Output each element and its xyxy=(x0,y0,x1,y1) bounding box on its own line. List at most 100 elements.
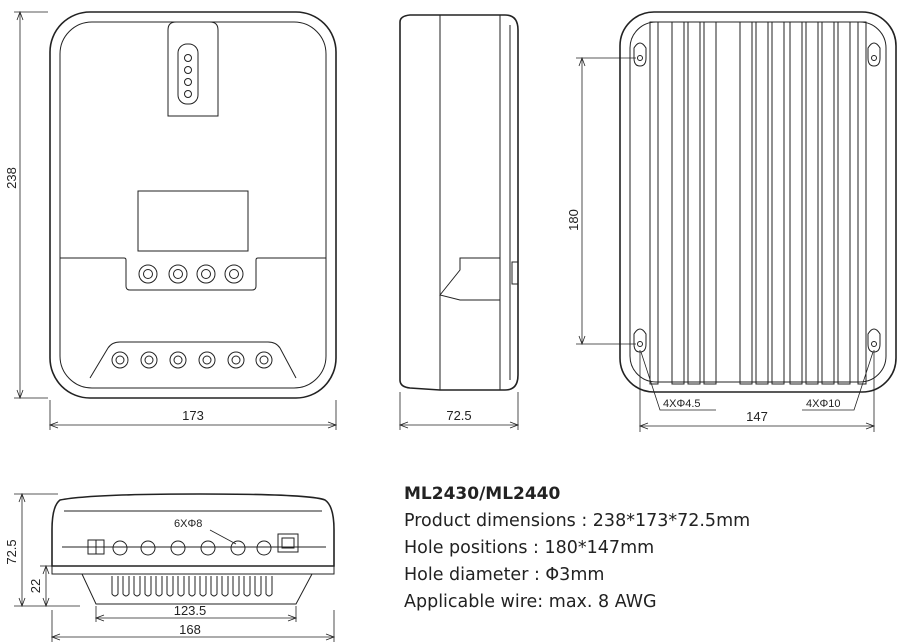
terminal-3 xyxy=(169,351,187,369)
side-depth-label: 72.5 xyxy=(446,408,471,423)
heatsink-fin xyxy=(789,21,803,385)
model-name: ML2430/ML2440 xyxy=(404,484,561,504)
led-indicator-2 xyxy=(184,66,192,74)
bottom-height-label: 72.5 xyxy=(4,539,19,564)
terminal-3-inner xyxy=(173,355,183,365)
bottom-fin xyxy=(254,576,262,597)
indicator-tab xyxy=(167,21,219,117)
bottom-base-height-dimension xyxy=(40,564,52,608)
spec-hole-positions: Hole positions : 180*147mm xyxy=(404,538,655,558)
bottom-fin xyxy=(188,576,196,597)
back-hole-vertical-label: 180 xyxy=(566,209,581,231)
terminal-5-inner xyxy=(231,355,241,365)
heatsink-fin xyxy=(671,21,685,385)
bottom-outer-width-label: 168 xyxy=(179,622,201,637)
side-terminal-step xyxy=(439,257,501,301)
bottom-fin xyxy=(122,576,130,597)
led-indicator-3 xyxy=(184,78,192,86)
bottom-terminal-label: 6XΦ8 xyxy=(174,518,202,530)
lcd-display xyxy=(137,190,249,252)
led-indicator-4 xyxy=(184,90,192,98)
heatsink-fin xyxy=(703,21,717,385)
front-inner-panel xyxy=(59,21,327,389)
front-cover-split xyxy=(60,257,326,291)
heatsink-fin xyxy=(771,21,785,385)
indicator-strip xyxy=(177,43,199,105)
bottom-fin xyxy=(144,576,152,597)
hole-top-left xyxy=(633,42,647,67)
heatsink-side-rail xyxy=(857,21,867,385)
hole-bottom-left xyxy=(633,328,647,353)
side-view: 72.5 xyxy=(398,14,520,430)
bottom-fin xyxy=(133,576,141,597)
button-1-inner xyxy=(143,269,153,279)
terminal-1 xyxy=(111,351,129,369)
bottom-fin xyxy=(111,576,119,597)
small-hole-leader xyxy=(640,351,716,411)
heatsink-fin xyxy=(805,21,819,385)
button-1 xyxy=(138,264,158,284)
button-4 xyxy=(224,264,244,284)
bottom-terminal-6 xyxy=(256,540,272,556)
button-3 xyxy=(196,264,216,284)
terminal-label-leader xyxy=(209,529,237,545)
back-hole-horizontal-label: 147 xyxy=(746,409,768,424)
bottom-rj45-port xyxy=(277,533,299,553)
side-outer-profile xyxy=(399,14,519,391)
bottom-fin xyxy=(155,576,163,597)
heatsink-fins xyxy=(649,21,867,385)
front-width-dimension xyxy=(48,400,338,430)
terminal-6-inner xyxy=(259,355,269,365)
terminal-4-inner xyxy=(202,355,212,365)
bottom-fin xyxy=(177,576,185,597)
spec-hole-diameter: Hole diameter : Φ3mm xyxy=(404,565,605,585)
bottom-terminal-1 xyxy=(112,540,128,556)
bottom-fin xyxy=(199,576,207,597)
bottom-top-cover xyxy=(51,493,335,567)
hole-top-right xyxy=(867,42,881,67)
terminal-5 xyxy=(227,351,245,369)
terminal-2 xyxy=(140,351,158,369)
bottom-fin xyxy=(243,576,251,597)
small-hole-label: 4XΦ4.5 xyxy=(663,398,701,410)
heatsink-fin xyxy=(687,21,701,385)
heatsink-fin xyxy=(739,21,753,385)
back-view: 180 147 4XΦ4.5 4XΦ10 xyxy=(566,11,897,432)
terminal-housing xyxy=(89,341,297,379)
terminal-1-inner xyxy=(115,355,125,365)
bottom-outer-width-dimension xyxy=(50,610,336,642)
front-width-label: 173 xyxy=(182,408,204,423)
bottom-fin xyxy=(265,576,273,597)
button-4-inner xyxy=(229,269,239,279)
bottom-rj45-inner xyxy=(281,537,295,549)
heatsink-side-rail xyxy=(649,21,659,385)
side-depth-dimension xyxy=(398,392,520,430)
bottom-heatsink-fins xyxy=(111,576,273,597)
large-hole-leader xyxy=(802,351,874,411)
large-hole-label: 4XΦ10 xyxy=(806,398,840,410)
bottom-base-plate xyxy=(51,565,335,575)
front-view: 238 173 xyxy=(4,10,338,430)
spec-dimensions: Product dimensions : 238*173*72.5mm xyxy=(404,511,751,531)
bottom-fin xyxy=(221,576,229,597)
bottom-base-height-label: 22 xyxy=(28,579,43,593)
side-port xyxy=(511,261,519,285)
back-outer-body xyxy=(619,11,897,393)
spec-block: ML2430/ML2440 Product dimensions : 238*1… xyxy=(404,484,884,619)
hole-bottom-right xyxy=(867,328,881,353)
bottom-view: 6XΦ8 72.5 22 123.5 168 xyxy=(4,492,336,642)
bottom-fin xyxy=(210,576,218,597)
terminal-4 xyxy=(198,351,216,369)
front-height-dimension xyxy=(14,10,48,400)
back-hole-horizontal-dimension xyxy=(638,350,876,432)
spec-wire: Applicable wire: max. 8 AWG xyxy=(404,592,657,612)
bottom-terminal-4 xyxy=(200,540,216,556)
bottom-fin xyxy=(232,576,240,597)
heatsink-fin xyxy=(755,21,769,385)
heatsink-fin xyxy=(837,21,851,385)
bottom-terminal-3 xyxy=(170,540,186,556)
bottom-inner-width-label: 123.5 xyxy=(174,603,207,618)
bottom-base-foot xyxy=(81,573,313,605)
button-3-inner xyxy=(201,269,211,279)
